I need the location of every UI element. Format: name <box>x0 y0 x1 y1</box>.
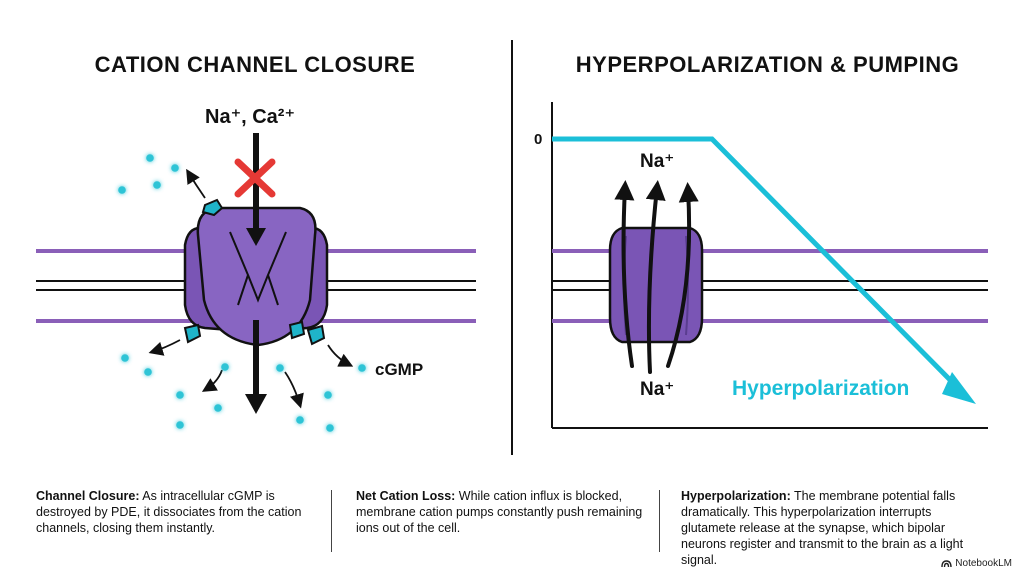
caption-heading: Net Cation Loss: <box>356 489 456 503</box>
caption-channel-closure: Channel Closure: As intracellular cGMP i… <box>36 488 314 536</box>
cation-channel-closed <box>183 206 329 347</box>
ion-label: Na⁺, Ca²⁺ <box>205 106 296 128</box>
caption-divider <box>659 490 660 552</box>
caption-text: As intracellular cGMP is destroyed by PD… <box>36 489 302 535</box>
hyperpolarization-curve <box>552 136 976 404</box>
cation-pump <box>608 226 704 344</box>
caption-net-cation-loss: Net Cation Loss: While cation influx is … <box>356 488 646 536</box>
caption-text: The membrane potential falls dramaticall… <box>681 489 964 567</box>
cgmp-binding-sites <box>183 198 326 346</box>
cgmp-molecules <box>118 154 366 432</box>
caption-hyperpolarization: Hyperpolarization: The membrane potentia… <box>681 488 981 568</box>
dissociation-arrows <box>148 168 354 409</box>
cgmp-label: cGMP <box>375 360 424 379</box>
brand-watermark: NotebookLM <box>941 558 1012 569</box>
axis-zero-label: 0 <box>534 131 543 148</box>
notebooklm-logo-icon <box>941 560 952 568</box>
na-bottom-label: Na⁺ <box>640 379 675 400</box>
hyperpolarization-label: Hyperpolarization <box>732 377 910 400</box>
left-panel-title: CATION CHANNEL CLOSURE <box>94 52 416 77</box>
blocked-influx-arrow <box>234 133 276 414</box>
na-top-label: Na⁺ <box>640 151 675 172</box>
potential-axes <box>551 102 988 429</box>
cation-efflux-arrows <box>614 180 699 374</box>
caption-heading: Channel Closure: <box>36 489 140 503</box>
caption-text: While cation influx is blocked, membrane… <box>356 489 643 535</box>
right-panel-title: HYPERPOLARIZATION & PUMPING <box>575 52 960 77</box>
diagram-canvas <box>36 40 988 455</box>
blocked-cross-icon <box>234 158 276 198</box>
caption-heading: Hyperpolarization: <box>681 489 791 503</box>
caption-divider <box>331 490 332 552</box>
brand-label: NotebookLM <box>955 558 1012 569</box>
